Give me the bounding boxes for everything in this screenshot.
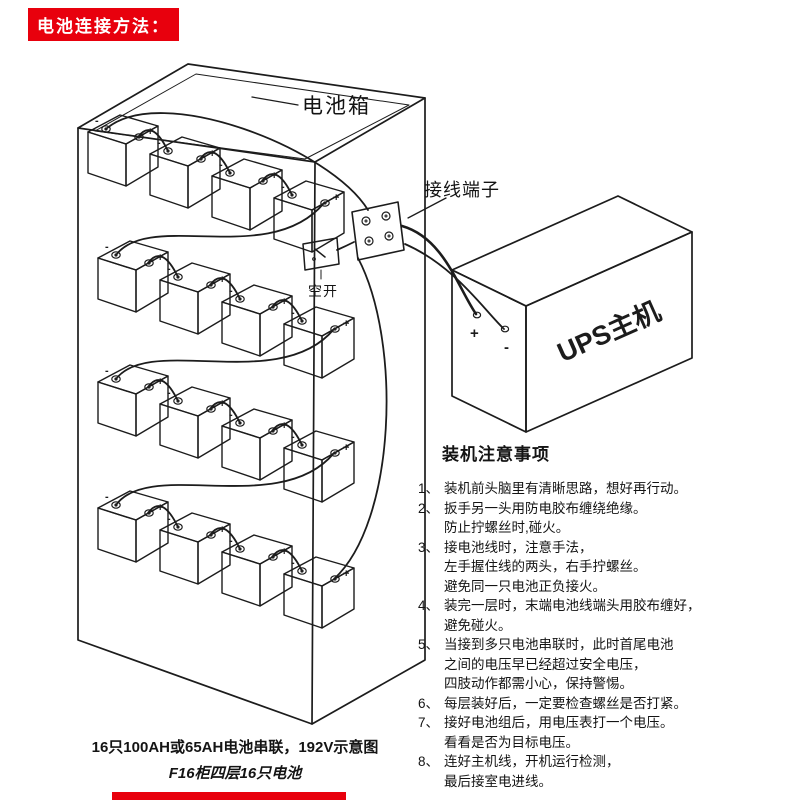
series-wires (105, 112, 388, 580)
battery-cabinet (77, 63, 426, 725)
terminal-block (351, 201, 405, 261)
note-number: 3、 (418, 539, 440, 555)
note-number: 2、 (418, 500, 440, 516)
note-number: 8、 (418, 754, 440, 769)
note-text: 接好电池组后，用电压表打一个电压。 看看是否为目标电压。 (444, 715, 674, 750)
label-pointers (251, 96, 447, 219)
note-item: 3、 接电池线时，注意手法， 左手握住线的两头，右手拧螺丝。 避免同一只电池正负… (418, 538, 790, 597)
note-number: 6、 (418, 695, 440, 711)
breaker-label: 空开 (308, 283, 338, 299)
ups-title: UPS主机 (553, 296, 665, 368)
note-text: 当接到多只电池串联时，此时首尾电池 之间的电压早已经超过安全电压， 四肢动作都需… (444, 637, 674, 691)
caption-cabinet: F16柜四层16只电池 (168, 765, 302, 782)
note-item: 7、 接好电池组后，用电压表打一个电压。 看看是否为目标电压。 (418, 713, 790, 752)
note-number: 4、 (418, 598, 440, 613)
note-text: 接电池线时，注意手法， 左手握住线的两头，右手拧螺丝。 避免同一只电池正负接火。 (444, 539, 647, 594)
note-item: 8、 连好主机线，开机运行检测， 最后接室电进线。 (418, 752, 790, 791)
bottom-banner (112, 792, 346, 800)
ups-box: UPS主机 + - (451, 195, 693, 433)
note-number: 1、 (418, 481, 440, 496)
note-item: 6、 每层装好后，一定要检查螺丝是否打紧。 (418, 694, 790, 714)
note-text: 装完一层时，末端电池线端头用胶布缠好， 避免碰火。 (444, 598, 701, 633)
terminal-label: 接线端子 (424, 180, 500, 200)
note-item: 5、 当接到多只电池串联时，此时首尾电池 之间的电压早已经超过安全电压， 四肢动… (418, 635, 790, 694)
note-number: 5、 (418, 637, 440, 652)
note-item: 1、 装机前头脑里有清晰思路，想好再行动。 (418, 479, 790, 499)
note-number: 7、 (418, 715, 440, 730)
battery-box-label: 电池箱 (302, 95, 371, 118)
ups-minus-mark: - (504, 339, 509, 356)
note-item: 2、 扳手另一头用防电胶布缠绕绝缘。 防止拧螺丝时,碰火。 (418, 499, 790, 538)
note-text: 装机前头脑里有清晰思路，想好再行动。 (444, 481, 687, 496)
note-text: 扳手另一头用防电胶布缠绕绝缘。 防止拧螺丝时,碰火。 (444, 500, 647, 536)
breaker-box (302, 237, 340, 280)
installation-notes: 装机注意事项 1、 装机前头脑里有清晰思路，想好再行动。 2、 扳手另一头用防电… (418, 440, 790, 791)
black-negative-wire (404, 243, 505, 330)
red-positive-wire (400, 224, 478, 316)
caption-series: 16只100AH或65AH电池串联，192V示意图 (91, 739, 379, 756)
notes-heading: 装机注意事项 (442, 445, 550, 464)
title-banner: 电池连接方法： (28, 8, 179, 41)
note-text: 连好主机线，开机运行检测， 最后接室电进线。 (444, 754, 620, 789)
bottom-captions: 16只100AH或65AH电池串联，192V示意图 F16柜四层16只电池 (50, 736, 420, 783)
note-item: 4、 装完一层时，末端电池线端头用胶布缠好， 避免碰火。 (418, 596, 790, 635)
note-text: 每层装好后，一定要检查螺丝是否打紧。 (444, 695, 687, 711)
ups-plus-mark: + (470, 325, 479, 342)
